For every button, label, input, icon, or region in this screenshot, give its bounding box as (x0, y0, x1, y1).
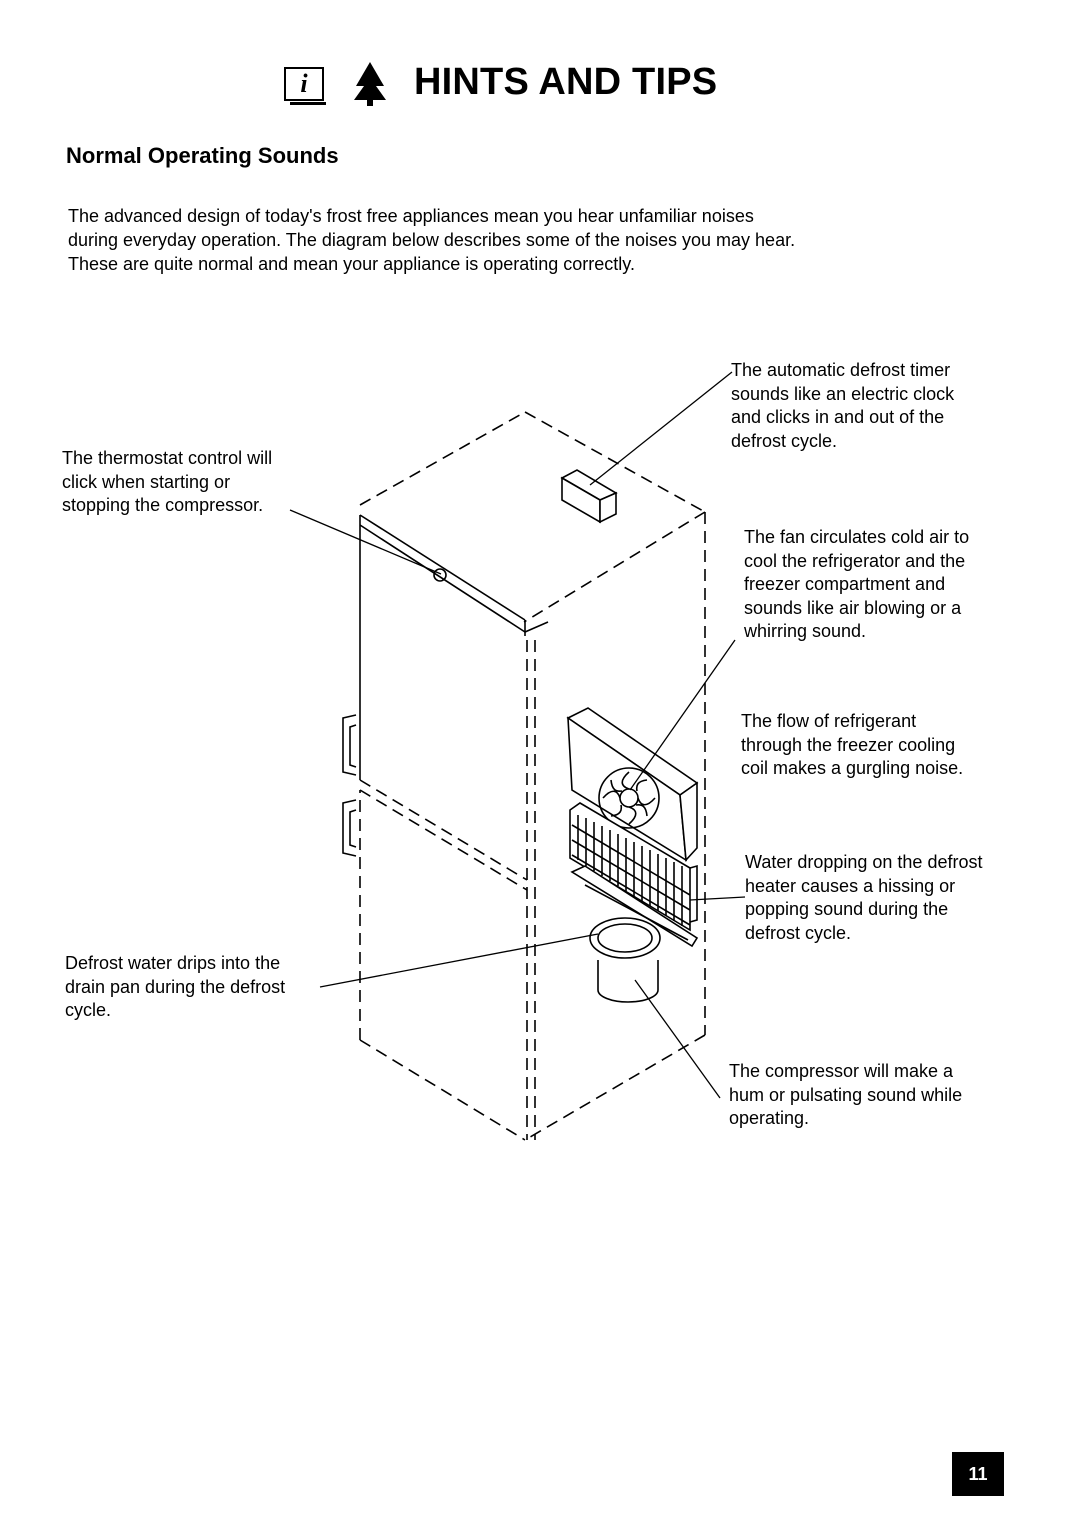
leader-lines (289, 371, 746, 1099)
drain-pan-cylinder (589, 917, 661, 1003)
callout-defrost-timer: The automatic defrost timer sounds like … (731, 359, 954, 453)
callout-line: The fan circulates cold air to (744, 527, 970, 547)
section-title: Normal Operating Sounds (66, 143, 339, 168)
page-header: i HINTS AND TIPS (284, 60, 844, 110)
callout-defrost-heater: Water dropping on the defrost heater cau… (745, 851, 982, 945)
intro-line: These are quite normal and mean your app… (68, 254, 635, 274)
defrost-heater (570, 865, 699, 948)
callout-line: Water dropping on the defrost (745, 852, 983, 872)
callout-line: sounds like air blowing or a (744, 597, 962, 618)
callout-line: The compressor will make a (729, 1061, 954, 1081)
callout-thermostat: The thermostat control will click when s… (62, 447, 272, 518)
door-top-edge (359, 514, 549, 780)
callout-line: operating. (729, 1108, 810, 1128)
tree-icon (354, 62, 386, 106)
callout-line: defrost cycle. (731, 430, 838, 451)
callout-line: drain pan during the defrost (65, 976, 286, 997)
callout-line: cycle. (65, 1000, 112, 1020)
callout-line: defrost cycle. (745, 922, 852, 943)
callout-line: The flow of refrigerant (741, 711, 917, 731)
callout-line: popping sound during the (745, 899, 949, 919)
callout-line: coil makes a gurgling noise. (741, 758, 964, 778)
callout-line: sounds like an electric clock (731, 383, 955, 404)
callout-drain-pan: Defrost water drips into the drain pan d… (65, 952, 285, 1023)
thermostat-knob (433, 568, 447, 582)
callout-line: freezer compartment and (744, 574, 946, 594)
callout-line: heater causes a hissing or (745, 875, 956, 896)
callout-line: The automatic defrost timer (731, 360, 951, 380)
callout-line: click when starting or (62, 471, 231, 492)
handle-lower (342, 799, 357, 857)
callout-line: through the freezer cooling (741, 734, 956, 755)
callout-compressor: The compressor will make a hum or pulsat… (729, 1060, 962, 1131)
fan-housing (566, 707, 699, 862)
intro-line: during everyday operation. The diagram b… (68, 230, 796, 250)
callout-line: Defrost water drips into the (65, 953, 281, 973)
callout-refrigerant: The flow of refrigerant through the free… (741, 710, 963, 781)
callout-line: hum or pulsating sound while (729, 1084, 963, 1105)
handle-upper (342, 714, 357, 776)
info-icon: i (284, 67, 326, 105)
callout-line: The thermostat control will (62, 448, 273, 468)
page-title: HINTS AND TIPS (414, 61, 718, 103)
page-number: 11 (952, 1452, 1004, 1496)
callout-line: whirring sound. (744, 621, 867, 641)
defrost-timer-block (560, 469, 618, 524)
intro-paragraph: The advanced design of today's frost fre… (68, 204, 968, 276)
callout-line: stopping the compressor. (62, 495, 264, 515)
freezer-coil (569, 802, 698, 932)
callout-line: and clicks in and out of the (731, 407, 945, 427)
callout-fan: The fan circulates cold air to cool the … (744, 526, 969, 644)
intro-line: The advanced design of today's frost fre… (68, 206, 754, 226)
callout-line: cool the refrigerator and the (744, 550, 966, 571)
cabinet-outline (359, 411, 706, 1141)
